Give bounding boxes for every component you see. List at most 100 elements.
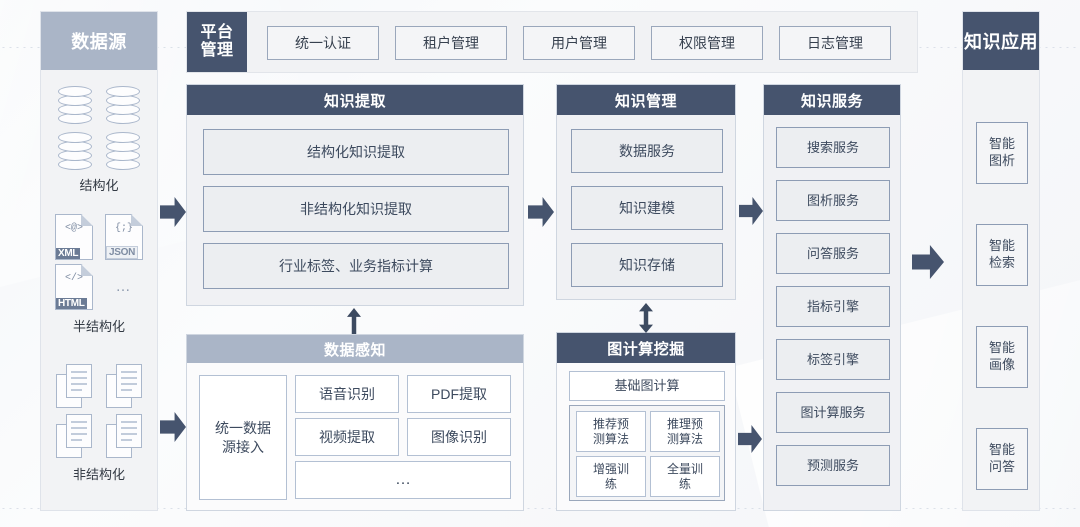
- knowledge-application-panel: 知识应用 智能 图析 智能 检索 智能 画像 智能 问答: [962, 11, 1040, 511]
- arrow-source-to-extraction: [160, 197, 186, 227]
- document-icon: [106, 364, 142, 408]
- perception-cell-more[interactable]: …: [295, 461, 511, 499]
- data-perception-panel: 数据感知 统一数据 源接入 语音识别 PDF提取 视频提取 图像识别 …: [186, 334, 524, 511]
- arrow-management-graph-link: [639, 303, 653, 333]
- platform-item-log-management[interactable]: 日志管理: [779, 26, 891, 60]
- app-qa-line1: 智能: [988, 442, 1015, 458]
- app-qa-line2: 问答: [988, 459, 1015, 474]
- data-source-group-structured: 结构化: [41, 86, 157, 194]
- inference-prediction-line2: 测算法: [666, 431, 703, 446]
- arrow-management-to-service: [739, 197, 763, 225]
- service-row-search[interactable]: 搜索服务: [776, 127, 890, 168]
- document-icon-grid: [49, 364, 149, 458]
- xml-code-glyph: <@>: [64, 223, 83, 234]
- service-row-graph-analysis[interactable]: 图析服务: [776, 180, 890, 221]
- knowledge-extraction-panel: 知识提取 结构化知识提取 非结构化知识提取 行业标签、业务指标计算: [186, 84, 524, 306]
- document-icon: [106, 414, 142, 458]
- file-icon-grid: <@> XML {;} JSON </> HTML …: [49, 214, 149, 310]
- full-training-line2: 练: [678, 476, 691, 491]
- extraction-row-structured[interactable]: 结构化知识提取: [203, 129, 509, 175]
- document-icon: [56, 364, 92, 408]
- extraction-row-unstructured[interactable]: 非结构化知识提取: [203, 186, 509, 232]
- knowledge-service-panel: 知识服务 搜索服务 图析服务 问答服务 指标引擎 标签引擎 图计算服务 预测服务: [763, 84, 901, 511]
- recommend-prediction-line2: 测算法: [592, 431, 629, 446]
- app-profiling-line2: 画像: [988, 357, 1015, 372]
- data-source-title: 数据源: [41, 12, 157, 70]
- json-code-glyph: {;}: [114, 223, 133, 234]
- unified-access-line2: 源接入: [222, 438, 264, 455]
- knowledge-service-title: 知识服务: [764, 85, 900, 115]
- graph-cell-recommend-prediction[interactable]: 推荐预 测算法: [576, 411, 646, 452]
- service-row-graph-computing[interactable]: 图计算服务: [776, 392, 890, 433]
- app-profiling-line1: 智能: [988, 340, 1015, 356]
- service-row-metric-engine[interactable]: 指标引擎: [776, 286, 890, 327]
- platform-management-bar: 平台 管理 统一认证 租户管理 用户管理 权限管理 日志管理: [186, 11, 918, 73]
- inference-prediction-line1: 推理预: [666, 417, 703, 432]
- database-icon: [106, 132, 140, 172]
- app-graph-analysis-line1: 智能: [988, 136, 1015, 152]
- knowledge-management-panel: 知识管理 数据服务 知识建模 知识存储: [556, 84, 736, 300]
- semi-structured-more-ellipsis: …: [115, 278, 133, 295]
- service-row-qa[interactable]: 问答服务: [776, 233, 890, 274]
- platform-item-user-management[interactable]: 用户管理: [523, 26, 635, 60]
- platform-management-title-line1: 平台: [200, 24, 234, 42]
- perception-cell-image-recognition[interactable]: 图像识别: [407, 418, 511, 456]
- app-search-line2: 检索: [988, 255, 1015, 270]
- arrow-source-to-perception: [160, 412, 186, 442]
- graph-algorithms-group: 推荐预 测算法 推理预 测算法 增强训 练 全量训 练: [569, 405, 725, 501]
- platform-management-title: 平台 管理: [187, 12, 247, 72]
- knowledge-management-title: 知识管理: [557, 85, 735, 115]
- enhanced-training-line1: 增强训: [592, 462, 629, 477]
- graph-computing-panel: 图计算挖掘 基础图计算 推荐预 测算法 推理预 测算法 增强训 练: [556, 332, 736, 511]
- database-icon: [58, 132, 92, 172]
- app-graph-analysis-line2: 图析: [988, 153, 1015, 168]
- data-source-group-unstructured: 非结构化: [41, 364, 157, 483]
- database-icon: [58, 86, 92, 126]
- html-label: HTML: [56, 298, 87, 309]
- data-source-caption-unstructured: 非结构化: [72, 467, 125, 482]
- data-source-panel: 数据源 结构化: [40, 11, 158, 511]
- data-source-group-semi-structured: <@> XML {;} JSON </> HTML … 半结构化: [41, 214, 157, 335]
- management-row-knowledge-modeling[interactable]: 知识建模: [571, 186, 723, 230]
- json-label: JSON: [106, 246, 139, 259]
- arrow-graph-to-service: [738, 425, 762, 453]
- data-perception-title: 数据感知: [187, 335, 523, 363]
- perception-cell-speech-recognition[interactable]: 语音识别: [295, 375, 399, 413]
- service-row-tag-engine[interactable]: 标签引擎: [776, 339, 890, 380]
- perception-cell-pdf-extraction[interactable]: PDF提取: [407, 375, 511, 413]
- arrow-service-to-application: [912, 245, 944, 279]
- database-icon: [106, 86, 140, 126]
- xml-file-icon: <@> XML: [55, 214, 93, 260]
- unified-data-source-access[interactable]: 统一数据 源接入: [199, 375, 287, 500]
- graph-cell-full-training[interactable]: 全量训 练: [650, 456, 720, 497]
- arrow-extraction-to-management: [528, 197, 554, 227]
- graph-cell-enhanced-training[interactable]: 增强训 练: [576, 456, 646, 497]
- platform-management-title-line2: 管理: [200, 42, 234, 59]
- app-search-line1: 智能: [988, 238, 1015, 254]
- extraction-row-industry-tags[interactable]: 行业标签、业务指标计算: [203, 243, 509, 289]
- platform-item-unified-auth[interactable]: 统一认证: [267, 26, 379, 60]
- perception-cell-video-extraction[interactable]: 视频提取: [295, 418, 399, 456]
- application-row-intelligent-graph-analysis[interactable]: 智能 图析: [976, 122, 1028, 184]
- application-row-intelligent-profiling[interactable]: 智能 画像: [976, 326, 1028, 388]
- platform-item-permission-management[interactable]: 权限管理: [651, 26, 763, 60]
- database-icon-grid: [49, 86, 149, 172]
- application-row-intelligent-qa[interactable]: 智能 问答: [976, 428, 1028, 490]
- management-row-data-service[interactable]: 数据服务: [571, 129, 723, 173]
- service-row-prediction[interactable]: 预测服务: [776, 445, 890, 486]
- platform-item-tenant-management[interactable]: 租户管理: [395, 26, 507, 60]
- management-row-knowledge-storage[interactable]: 知识存储: [571, 243, 723, 287]
- json-file-icon: {;} JSON: [105, 214, 143, 260]
- graph-computing-title: 图计算挖掘: [557, 333, 735, 363]
- application-row-intelligent-search[interactable]: 智能 检索: [976, 224, 1028, 286]
- html-code-glyph: </>: [64, 273, 83, 284]
- html-file-icon: </> HTML: [55, 264, 93, 310]
- data-source-caption-structured: 结构化: [79, 178, 119, 193]
- recommend-prediction-line1: 推荐预: [592, 417, 629, 432]
- graph-base-computing[interactable]: 基础图计算: [569, 371, 725, 401]
- graph-cell-inference-prediction[interactable]: 推理预 测算法: [650, 411, 720, 452]
- unified-access-line1: 统一数据: [215, 419, 271, 436]
- decorative-dotted-line-bottom: [0, 508, 1080, 509]
- knowledge-extraction-title: 知识提取: [187, 85, 523, 115]
- document-icon: [56, 414, 92, 458]
